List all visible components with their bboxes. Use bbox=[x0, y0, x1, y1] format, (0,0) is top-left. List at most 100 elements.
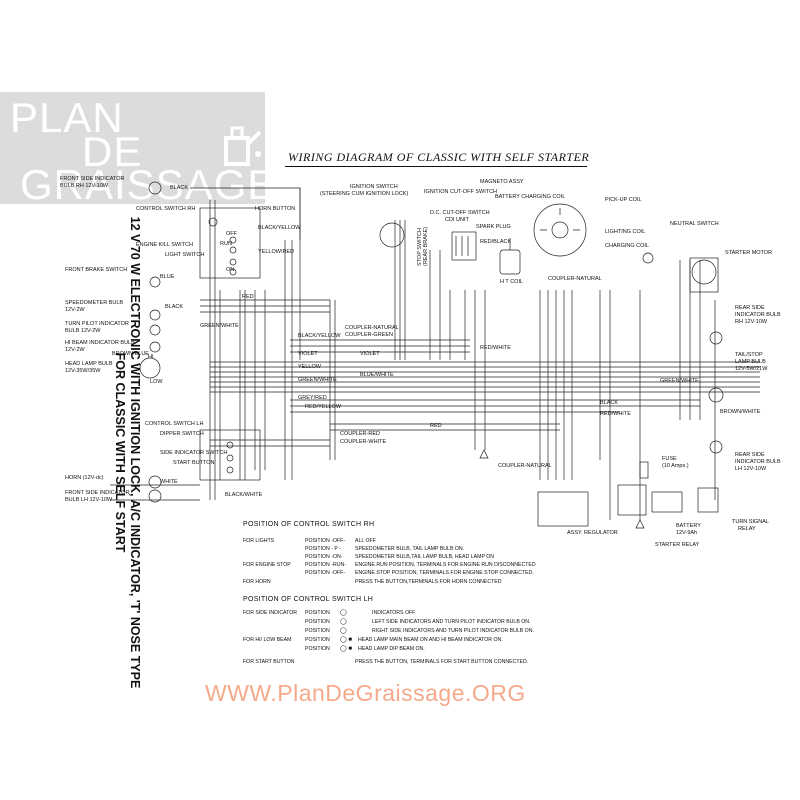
lh-row-1-col3: INDICATORS OFF bbox=[372, 610, 416, 616]
label-speedometer-bulb: SPEEDOMETER BULB bbox=[65, 300, 124, 306]
label-rear-indicator-lh: REAR SIDE bbox=[735, 452, 765, 458]
label-neutral-switch: NEUTRAL SWITCH bbox=[670, 221, 719, 227]
rh-table-heading: POSITION OF CONTROL SWITCH RH bbox=[243, 521, 375, 528]
lh-row-4-col3: HEAD LAMP MAIN BEAM ON AND HI BEAM INDIC… bbox=[358, 637, 503, 643]
hi-beam-bulb-symbol bbox=[149, 341, 161, 353]
head-lamp-bulb-symbol bbox=[139, 357, 161, 379]
lh-row-5-col3: HEAD LAMP DIP BEAM ON. bbox=[358, 646, 425, 652]
wire-label-coupler-natural-2: COUPLER-NATURAL bbox=[498, 463, 552, 469]
label-cdi-unit: CDI UNIT bbox=[445, 217, 469, 223]
label-on: ON bbox=[226, 267, 235, 273]
speedometer-bulb-symbol bbox=[149, 309, 161, 321]
label-start-button: START BUTTON bbox=[173, 460, 215, 466]
magneto-assy-symbol bbox=[533, 203, 587, 257]
cdi-unit-box bbox=[451, 231, 477, 261]
label-rear-indicator-rh-2: INDICATOR BULB bbox=[735, 312, 781, 318]
front-brake-switch-symbol bbox=[149, 276, 161, 288]
lh-row-2-col3: LEFT SIDE INDICATORS AND TURN PILOT INDI… bbox=[372, 619, 531, 625]
label-speedometer-bulb-2: 12V-2W bbox=[65, 307, 85, 313]
footer-url[interactable]: WWW.PlanDeGraissage.ORG bbox=[205, 680, 526, 706]
label-off: OFF bbox=[226, 231, 237, 237]
label-hi: HI bbox=[148, 354, 154, 360]
wire-label-brown-white: BROWN/WHITE bbox=[720, 409, 761, 415]
label-control-switch-lh: CONTROL SWITCH LH bbox=[145, 421, 204, 427]
front-indicator-lh-bulb bbox=[148, 489, 162, 503]
regulator-box bbox=[537, 491, 589, 527]
title-underline bbox=[285, 166, 587, 167]
wire-label-black-yellow-2: BLACK/YELLOW bbox=[298, 333, 341, 339]
wire-label-red-black: RED/BLACK bbox=[480, 239, 512, 245]
label-turn-pilot-2: BULB 12V-2W bbox=[65, 328, 101, 334]
rh-row-2-col3: SPEEDOMETER BULB, TAIL LAMP BULB ON. bbox=[355, 546, 465, 552]
oil-can-icon bbox=[224, 126, 262, 166]
label-pick-up-coil: PICK-UP COIL bbox=[605, 197, 642, 203]
wire-label-red-yellow: RED/YELLOW bbox=[305, 404, 342, 410]
starter-relay-box bbox=[617, 484, 647, 516]
label-battery-2: 12V-9Ah bbox=[676, 530, 698, 536]
diagram-title: WIRING DIAGRAM OF CLASSIC WITH SELF STAR… bbox=[288, 150, 590, 164]
turn-pilot-bulb-symbol bbox=[149, 324, 161, 336]
lh-row-6-col3: PRESS THE BUTTON, TERMINALS FOR START BU… bbox=[355, 659, 529, 665]
control-switch-rh-box bbox=[199, 207, 261, 279]
lh-row-4-col2: POSITION bbox=[305, 637, 330, 643]
lh-row-3-col2: POSITION bbox=[305, 628, 330, 634]
label-head-lamp: HEAD LAMP BULB bbox=[65, 361, 113, 367]
watermark-line3: GRAISSAGE bbox=[20, 161, 277, 208]
label-rear-indicator-rh-3: RH 12V-10W bbox=[735, 319, 768, 325]
wire-label-white: WHITE bbox=[160, 479, 178, 485]
label-front-brake-switch: FRONT BRAKE SWITCH bbox=[65, 267, 128, 273]
wire-label-grey-red: GREY/RED bbox=[298, 395, 327, 401]
rh-row-4-col3: ENGINE RUN POSITION, TERMINALS FOR ENGIN… bbox=[355, 562, 536, 568]
wire-label-brown-blue: BROWN/BLUE bbox=[112, 351, 149, 357]
wire-label-red-1: RED bbox=[242, 294, 254, 300]
lh-row-1-col1: FOR SIDE INDICATOR bbox=[243, 610, 297, 616]
rh-row-1-col1: FOR LIGHTS bbox=[243, 538, 275, 544]
label-starter-relay: STARTER RELAY bbox=[655, 542, 700, 548]
rh-row-5-col3: ENGINE STOP POSITION, TERMINALS FOR ENGI… bbox=[355, 570, 534, 576]
ht-coil-symbol bbox=[499, 249, 521, 275]
wire-label-green-white-3: GREEN/WHITE bbox=[660, 378, 699, 384]
wire-label-black-yellow: BLACK/YELLOW bbox=[258, 225, 301, 231]
lh-row-6-col1: FOR START BUTTON bbox=[243, 659, 295, 665]
rh-row-3-col3: SPEEDOMETER BULB,TAIL LAMP BULB, HEAD LA… bbox=[355, 554, 495, 560]
battery-box bbox=[651, 491, 683, 513]
label-ignition-cutoff: IGNITION CUT-OFF SWITCH bbox=[424, 189, 498, 195]
lh-row-3-col3: RIGHT SIDE INDICATORS AND TURN PILOT IND… bbox=[372, 628, 534, 634]
label-dc-cutoff: D.C. CUT-OFF SWITCH bbox=[430, 210, 490, 216]
wire-label-violet-2: VIOLET bbox=[360, 351, 380, 357]
label-turn-signal-relay-2: RELAY bbox=[738, 526, 756, 532]
label-horn: HORN (12V-dc) bbox=[65, 475, 104, 481]
label-spark-plug: SPARK PLUG bbox=[476, 224, 511, 230]
label-engine-kill-switch: ENGINE KILL SWITCH bbox=[136, 242, 193, 248]
label-head-lamp-2: 12V-35W/35W bbox=[65, 368, 101, 374]
label-side-indicator-switch: SIDE INDICATOR SWITCH bbox=[160, 450, 228, 456]
label-front-indicator-rh-2: BULB RH 12V-10W bbox=[60, 183, 108, 189]
rh-row-1-col3: ALL OFF bbox=[355, 538, 376, 544]
wire-label-yellow-1: YELLOW bbox=[298, 364, 321, 370]
rh-row-1-col2: POSITION -OFF- bbox=[305, 538, 346, 544]
label-fuse: FUSE bbox=[662, 456, 677, 462]
label-hi-beam: HI BEAM INDICATOR BULB bbox=[65, 340, 135, 346]
wire-label-coupler-natural-1: COUPLER-NATURAL bbox=[345, 325, 399, 331]
neutral-switch-symbol bbox=[642, 252, 654, 264]
lh-row-1-col2: POSITION bbox=[305, 610, 330, 616]
rh-row-4-col1: FOR ENGINE STOP bbox=[243, 562, 291, 568]
label-horn-button: HORN BUTTON bbox=[255, 206, 296, 212]
rh-row-6-col3: PRESS THE BUTTON,TERMINALS FOR HORN CONN… bbox=[355, 579, 502, 585]
lh-position-off-icon: ◯ bbox=[340, 610, 347, 616]
label-turn-signal-relay: TURN SIGNAL bbox=[732, 519, 769, 525]
wire-label-blue-1: BLUE bbox=[160, 274, 175, 280]
rh-row-6-col1: FOR HORN bbox=[243, 579, 271, 585]
lh-position-hi-icon: ◯ ■ bbox=[340, 637, 353, 643]
wire-label-black-white: BLACK/WHITE bbox=[225, 492, 263, 498]
wire-label-black-3: BLACK bbox=[600, 400, 619, 406]
label-front-indicator-lh: FRONT SIDE INDICATOR bbox=[65, 490, 130, 496]
lh-position-left-icon: ◯ bbox=[340, 619, 347, 625]
watermark-line1: PLAN bbox=[10, 94, 124, 141]
label-rear-indicator-lh-2: INDICATOR BULB bbox=[735, 459, 781, 465]
front-indicator-rh-bulb bbox=[148, 181, 162, 195]
watermark-line2: DE bbox=[82, 128, 143, 175]
label-starter-motor: STARTER MOTOR bbox=[725, 250, 773, 256]
label-run: RUN bbox=[220, 241, 232, 247]
lh-row-5-col2: POSITION bbox=[305, 646, 330, 652]
